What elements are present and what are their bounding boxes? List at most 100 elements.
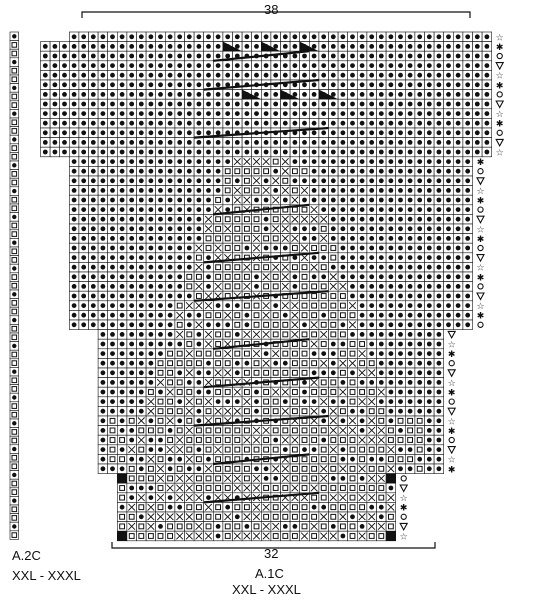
purl-dot xyxy=(129,207,135,213)
cross-symbol xyxy=(358,465,366,473)
cross-symbol xyxy=(310,522,318,531)
open-square-symbol xyxy=(138,427,145,434)
a1c-title: A.1C xyxy=(255,566,284,581)
purl-dot xyxy=(388,274,394,280)
purl-dot xyxy=(417,207,423,213)
cross-symbol xyxy=(252,484,261,492)
open-square-symbol xyxy=(253,264,260,271)
purl-dot xyxy=(167,53,173,59)
row-marker-open-star: ☆ xyxy=(476,225,484,235)
a2c-size: XXL - XXXL xyxy=(12,568,81,583)
row-marker-open-star: ☆ xyxy=(400,494,408,504)
purl-dot xyxy=(369,130,375,136)
open-square-symbol xyxy=(186,523,193,530)
grid-cell xyxy=(184,386,195,398)
grid-cell xyxy=(299,348,310,359)
cross-symbol xyxy=(252,532,261,540)
purl-dot xyxy=(407,380,413,385)
purl-dot xyxy=(244,312,250,318)
open-square-symbol xyxy=(11,42,18,48)
grid-cell xyxy=(289,242,301,254)
open-square-symbol xyxy=(368,446,375,453)
purl-dot xyxy=(330,236,336,241)
a2c-cell xyxy=(9,298,19,308)
open-square-symbol xyxy=(186,446,193,453)
purl-dot xyxy=(138,255,144,260)
a2c-cell xyxy=(9,272,19,282)
purl-dot xyxy=(340,140,346,145)
purl-dot xyxy=(167,82,173,88)
purl-dot xyxy=(100,437,106,443)
open-square-symbol xyxy=(272,283,279,290)
purl-dot xyxy=(388,53,394,59)
cross-symbol xyxy=(310,321,318,329)
purl-dot xyxy=(369,72,375,78)
cross-symbol xyxy=(156,474,165,483)
grid-cell xyxy=(222,242,233,254)
purl-dot xyxy=(186,293,192,299)
a2c-cell xyxy=(9,117,19,127)
purl-dot xyxy=(388,178,394,184)
purl-dot xyxy=(148,53,154,59)
grid-cell xyxy=(289,502,301,513)
grid-cell xyxy=(260,434,272,446)
purl-dot xyxy=(148,111,154,116)
open-square-symbol xyxy=(292,369,298,376)
grid-cell xyxy=(299,473,310,484)
cross-symbol xyxy=(243,282,251,291)
open-square-symbol xyxy=(11,257,18,263)
purl-dot xyxy=(359,92,365,97)
purl-dot xyxy=(282,140,288,145)
a2c-cell xyxy=(9,358,19,368)
purl-dot xyxy=(138,197,144,203)
purl-dot xyxy=(417,92,423,97)
purl-dot xyxy=(311,370,317,376)
purl-dot xyxy=(340,456,346,462)
purl-dot xyxy=(273,101,279,107)
purl-dot xyxy=(426,332,432,337)
grid-cell xyxy=(356,482,368,494)
open-square-symbol xyxy=(11,463,18,470)
purl-dot xyxy=(12,137,17,142)
grid-cell xyxy=(366,482,377,494)
purl-dot xyxy=(100,380,106,385)
open-square-symbol xyxy=(272,216,279,223)
purl-dot xyxy=(311,197,317,203)
open-square-symbol xyxy=(224,465,231,472)
purl-dot xyxy=(177,92,183,97)
purl-dot xyxy=(129,428,135,433)
purl-dot xyxy=(158,53,163,59)
purl-dot xyxy=(417,322,423,328)
purl-dot xyxy=(302,101,307,107)
purl-dot xyxy=(340,63,346,68)
purl-dot xyxy=(273,140,279,145)
purl-dot xyxy=(282,399,288,404)
open-square-symbol xyxy=(196,513,202,520)
cross-symbol xyxy=(176,445,184,454)
open-square-symbol xyxy=(263,264,270,271)
open-square-symbol xyxy=(176,523,183,530)
purl-dot xyxy=(71,72,77,78)
purl-dot xyxy=(436,188,442,193)
cable-cross-line xyxy=(203,376,319,389)
purl-dot xyxy=(177,274,183,280)
open-square-symbol xyxy=(282,513,289,520)
open-square-symbol xyxy=(205,312,212,319)
grid-cell xyxy=(376,406,387,417)
grid-cell xyxy=(232,214,243,225)
purl-dot xyxy=(81,101,87,107)
purl-dot xyxy=(177,456,183,462)
purl-dot xyxy=(340,178,346,184)
purl-dot xyxy=(129,293,135,299)
open-square-symbol xyxy=(224,533,231,539)
purl-dot xyxy=(148,63,154,68)
purl-dot xyxy=(378,274,384,280)
purl-dot xyxy=(119,149,125,155)
purl-dot xyxy=(215,168,221,174)
grid-cell xyxy=(193,348,205,359)
purl-dot xyxy=(369,92,375,97)
open-square-symbol xyxy=(119,494,125,501)
cable-cross-line xyxy=(213,338,310,350)
cross-symbol xyxy=(339,282,347,291)
open-square-symbol xyxy=(311,494,318,501)
